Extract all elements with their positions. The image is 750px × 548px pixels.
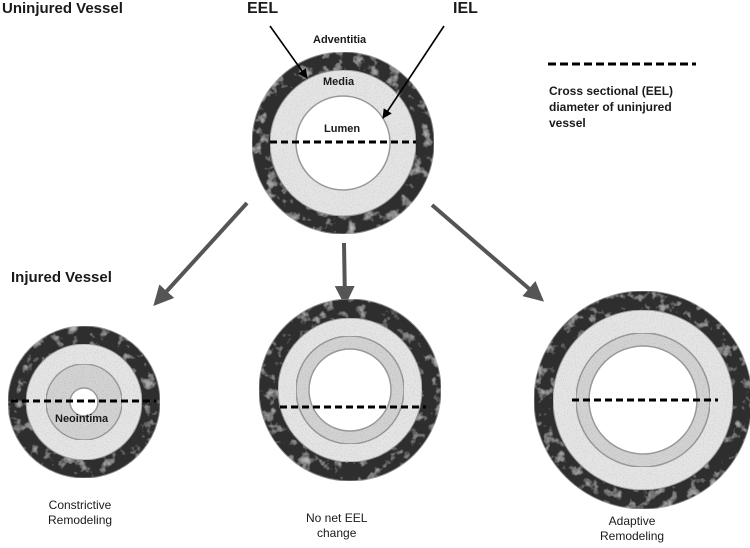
legend-text: Cross sectional (EEL) diameter of uninju… [549,84,674,130]
constrictive-vessel [7,325,161,479]
arrow-to-adaptive [430,203,545,302]
injured-vessel-title: Injured Vessel [11,269,112,286]
constrictive-remodeling-caption: Constrictive Remodeling [48,498,113,527]
iel-pointer-arrow [382,25,445,119]
eel-pointer-arrow [269,25,308,79]
no-net-vessel [258,298,442,482]
no-net-eel-change-caption: No net EEL change [306,511,368,540]
media-label: Media [323,76,355,88]
lumen-label: Lumen [324,123,361,135]
adventitia-label: Adventitia [313,34,367,46]
adaptive-vessel [533,290,750,510]
arrow-to-no-net [334,242,355,306]
arrow-to-constrictive [153,201,249,306]
uninjured-vessel [251,51,435,235]
eel-label: EEL [247,0,279,17]
adaptive-remodeling-caption: Adaptive Remodeling [600,514,665,543]
neointima-label: Neointima [55,413,109,425]
lumen [308,348,392,432]
iel-label: IEL [453,0,478,17]
uninjured-vessel-title: Uninjured Vessel [2,0,123,17]
